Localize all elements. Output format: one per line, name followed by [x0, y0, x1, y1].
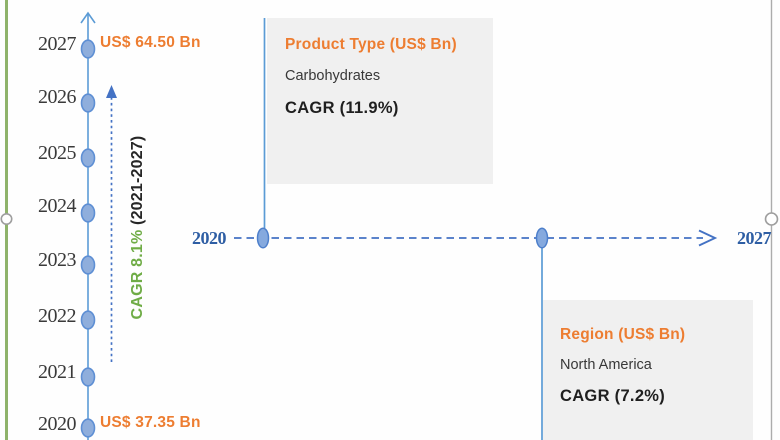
market-value-2020: US$ 37.35 Bn: [100, 414, 201, 431]
timeline-end-year: 2027: [737, 228, 772, 248]
year-dot-2026: [80, 93, 96, 113]
right-handle-circle: [764, 212, 779, 226]
region-item: North America: [560, 357, 652, 373]
year-dot-2025: [80, 148, 96, 168]
axis-year-2024: 2024: [38, 195, 77, 217]
left-handle-circle: [0, 213, 13, 226]
axis-year-2027: 2027: [38, 33, 77, 55]
year-dot-2024: [80, 203, 96, 223]
vertical-timeline-arrowhead-icon: [80, 11, 96, 24]
region-title: Region (US$ Bn): [560, 326, 686, 343]
region-callout: Region (US$ Bn) North America CAGR (7.2%…: [543, 300, 753, 440]
year-dot-2023: [80, 255, 96, 275]
axis-year-2022: 2022: [38, 305, 77, 327]
product-type-cagr: CAGR (11.9%): [285, 99, 399, 117]
timeline-dot-region: [535, 227, 549, 249]
axis-year-2020: 2020: [38, 413, 77, 435]
product-type-callout: Product Type (US$ Bn) Carbohydrates CAGR…: [267, 18, 493, 184]
year-dot-2020: [80, 418, 96, 438]
axis-year-2023: 2023: [38, 249, 77, 271]
horizontal-timeline-arrowhead-icon: [698, 229, 718, 247]
timeline-start-year: 2020: [192, 228, 227, 248]
year-dot-2027: [80, 39, 96, 59]
product-type-title: Product Type (US$ Bn): [285, 36, 457, 53]
region-cagr: CAGR (7.2%): [560, 387, 666, 405]
cagr-period-text: (2021-2027): [129, 135, 146, 225]
product-type-item: Carbohydrates: [285, 68, 381, 84]
year-dot-2022: [80, 310, 96, 330]
cagr-annotation: CAGR 8.1% (2021-2027): [128, 135, 147, 320]
year-dot-2021: [80, 367, 96, 387]
axis-year-2021: 2021: [38, 361, 77, 383]
axis-year-2025: 2025: [38, 142, 77, 164]
cagr-arrowhead-icon: [106, 85, 117, 98]
axis-year-2026: 2026: [38, 86, 77, 108]
market-value-2027: US$ 64.50 Bn: [100, 34, 201, 51]
cagr-percentage-text: CAGR 8.1%: [129, 229, 146, 320]
timeline-dot-product: [256, 227, 270, 249]
